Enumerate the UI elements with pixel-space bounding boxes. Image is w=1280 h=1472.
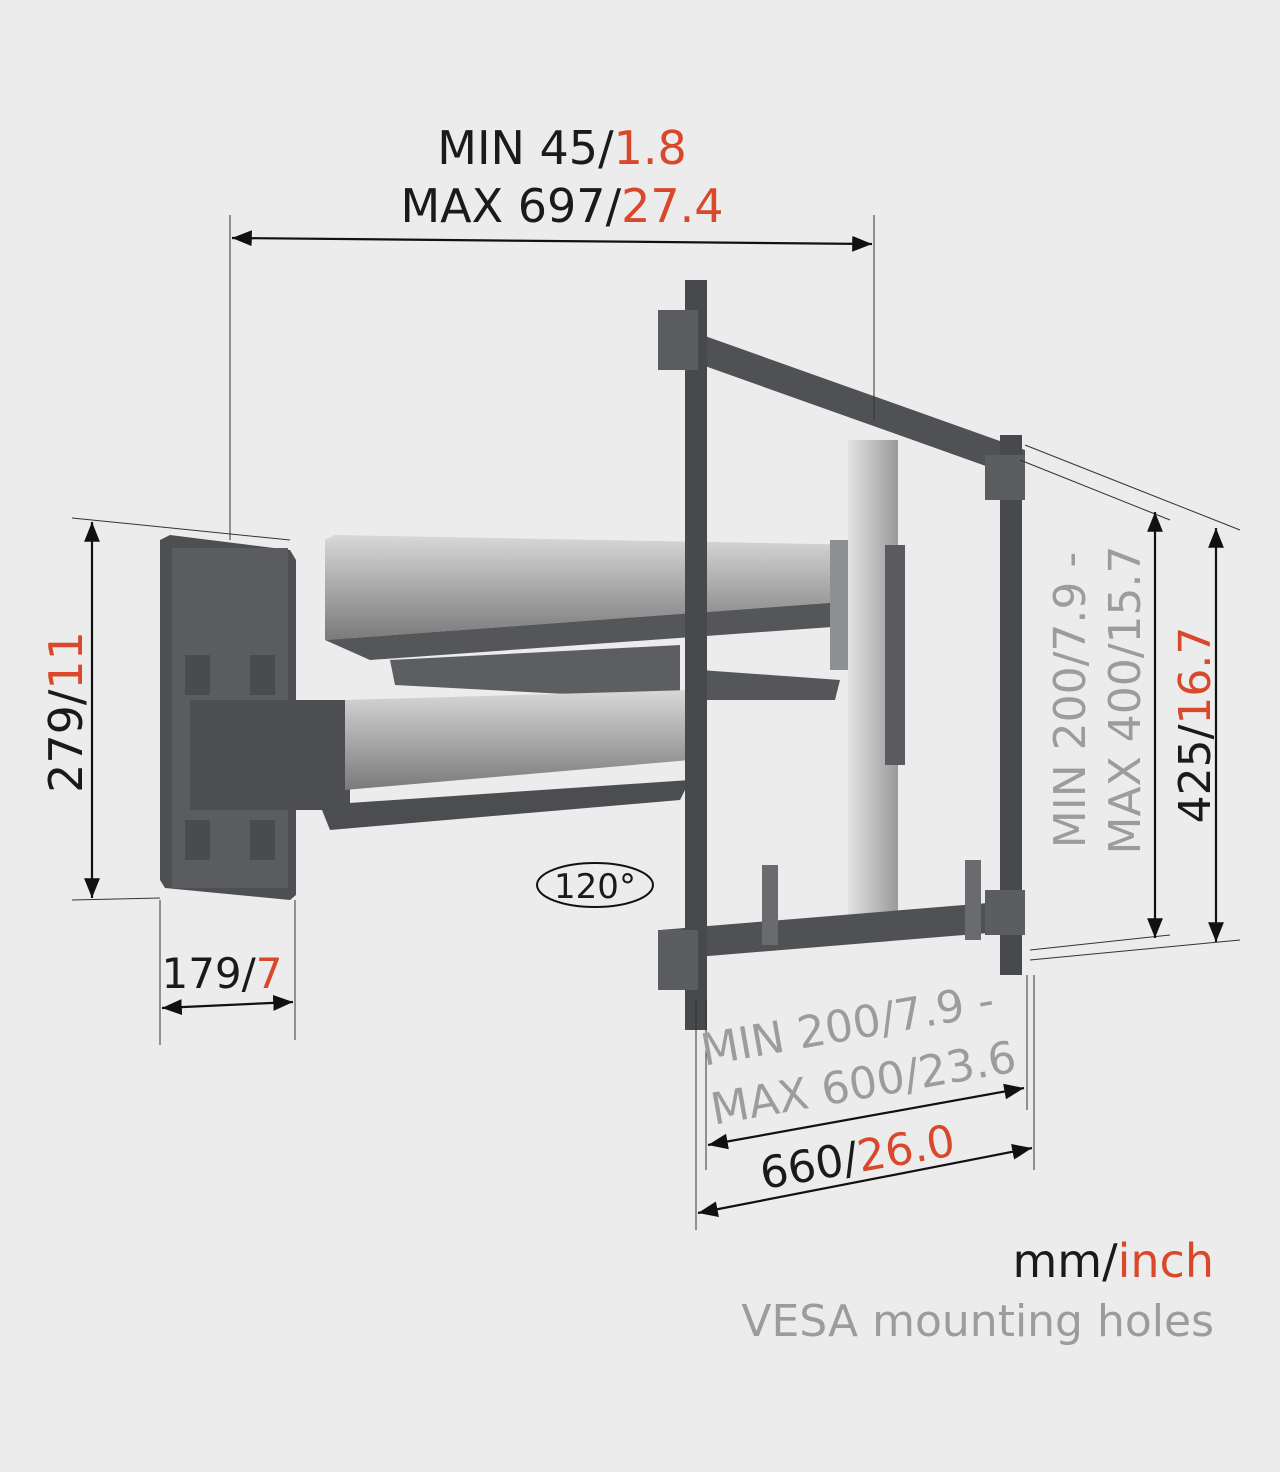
- tv-plate: [658, 280, 1025, 1030]
- vesa-legend: VESA mounting holes: [741, 1296, 1214, 1347]
- wall-plate-height-label: 279/11: [39, 631, 93, 793]
- articulating-arm: [190, 535, 870, 830]
- rotation-label: 120°: [554, 867, 636, 907]
- depth-min-label: MIN 45/1.8: [437, 121, 686, 175]
- wall-plate-width-label: 179/7: [161, 949, 282, 998]
- tv-plate-width-label: 660/26.0: [756, 1116, 959, 1200]
- rotation-120-indicator: 120°: [536, 862, 654, 908]
- extension-lines: [71, 215, 1241, 1230]
- vesa-vertical-max-label: MAX 400/15.7: [1100, 546, 1151, 855]
- vesa-vertical-min-label: MIN 200/7.9 -: [1045, 552, 1096, 849]
- dimension-arrows: [84, 230, 1224, 1217]
- tv-plate-height-label: 425/16.7: [1170, 627, 1221, 824]
- unit-legend: mm/inch: [1012, 1234, 1214, 1288]
- depth-max-label: MAX 697/27.4: [400, 179, 723, 233]
